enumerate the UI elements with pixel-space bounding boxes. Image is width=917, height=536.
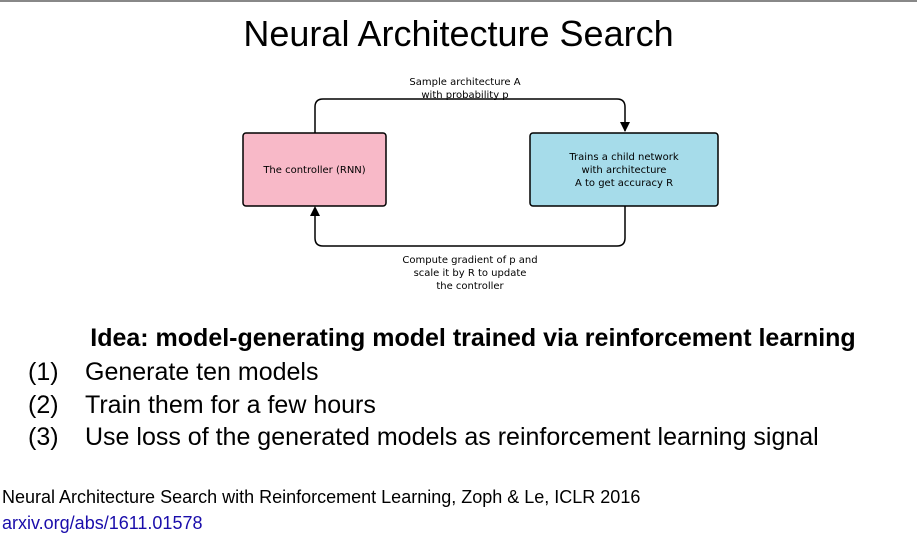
child-network-label-line-1: Trains a child network — [568, 152, 678, 163]
step-text: Train them for a few hours — [85, 390, 376, 419]
sample-label-line-1: Sample architecture A — [409, 77, 520, 88]
sample-arrow — [314, 98, 626, 133]
slide-title: Neural Architecture Search — [243, 13, 674, 54]
step-number: (2) — [28, 390, 59, 419]
idea-heading: Idea: model-generating model trained via… — [90, 324, 856, 352]
child-network-box — [529, 132, 719, 207]
controller-box — [242, 132, 387, 207]
update-arrow — [314, 206, 626, 247]
update-label-line-2: scale it by R to update — [414, 268, 527, 279]
child-network-label-line-2: with architecture — [582, 165, 667, 176]
step-text: Use loss of the generated models as rein… — [85, 423, 819, 451]
controller-label: The controller (RNN) — [262, 165, 365, 176]
update-label-line-3: the controller — [436, 281, 504, 292]
step-number: (1) — [28, 358, 59, 386]
step-item: (1) Generate ten models — [28, 356, 819, 389]
update-arrowhead — [310, 206, 320, 216]
sample-label-line-2: with probability p — [421, 90, 508, 101]
sample-arrowhead — [620, 122, 630, 132]
step-number: (3) — [28, 423, 59, 451]
step-item: (2) Train them for a few hours — [28, 389, 819, 422]
step-text: Generate ten models — [85, 358, 319, 386]
update-label-line-1: Compute gradient of p and — [402, 255, 537, 266]
citation: Neural Architecture Search with Reinforc… — [2, 487, 641, 507]
nas-diagram: The controller (RNN) Trains a child netw… — [242, 77, 719, 292]
child-network-label-line-3: A to get accuracy R — [575, 178, 673, 189]
step-item: (3) Use loss of the generated models as r… — [28, 421, 819, 454]
arxiv-link[interactable]: arxiv.org/abs/1611.01578 — [2, 513, 203, 533]
top-border — [0, 0, 917, 2]
steps-list: (1) Generate ten models (2) Train them for… — [28, 356, 819, 454]
